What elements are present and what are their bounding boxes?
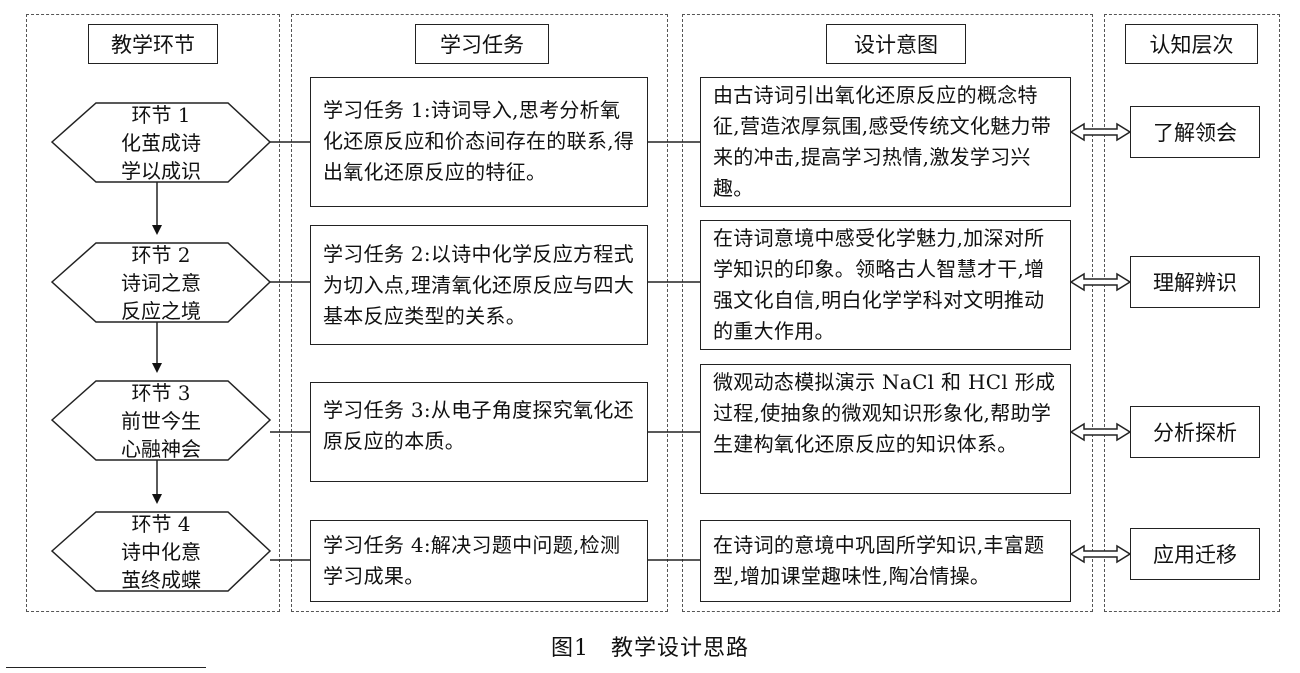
level-box-2: 理解辨识 bbox=[1130, 256, 1260, 308]
task-box-3: 学习任务 3:从电子角度探究氧化还原反应的本质。 bbox=[310, 382, 648, 482]
intent-box-3: 微观动态模拟演示 NaCl 和 HCl 形成过程,使抽象的微观知识形象化,帮助学… bbox=[700, 364, 1071, 494]
stage-4-number: 环节 4 bbox=[131, 512, 191, 536]
task-box-1: 学习任务 1:诗词导入,思考分析氧化还原反应和价态间存在的联系,得出氧化还原反应… bbox=[310, 77, 648, 207]
header-design-intent: 设计意图 bbox=[826, 24, 966, 64]
level-box-1: 了解领会 bbox=[1130, 106, 1260, 158]
double-arrow-2 bbox=[1069, 272, 1132, 292]
double-arrow-4 bbox=[1069, 544, 1132, 564]
column-learning-tasks bbox=[291, 14, 668, 612]
header-teaching-stages: 教学环节 bbox=[88, 24, 218, 64]
stage-1-label: 环节 1 化茧成诗 学以成识 bbox=[61, 101, 261, 185]
header-cognitive-level: 认知层次 bbox=[1125, 24, 1258, 64]
stage-4-label: 环节 4 诗中化意 茧终成蝶 bbox=[61, 510, 261, 594]
stage-4-hexagon bbox=[50, 511, 272, 592]
column-cognitive-level bbox=[1104, 14, 1280, 612]
stage-3-title-b: 心融神会 bbox=[121, 437, 201, 461]
task-box-2: 学习任务 2:以诗中化学反应方程式为切入点,理清氧化还原反应与四大基本反应类型的… bbox=[310, 225, 648, 345]
figure-caption: 图1 教学设计思路 bbox=[0, 630, 1300, 662]
header-learning-tasks: 学习任务 bbox=[415, 24, 549, 64]
intent-box-2: 在诗词意境中感受化学魅力,加深对所学知识的印象。领略古人智慧才干,增强文化自信,… bbox=[700, 220, 1071, 350]
intent-box-4: 在诗词的意境中巩固所学知识,丰富题型,增加课堂趣味性,陶冶情操。 bbox=[700, 520, 1071, 602]
figure-title: 教学设计思路 bbox=[610, 636, 749, 661]
double-arrow-1 bbox=[1069, 122, 1132, 142]
stage-3-label: 环节 3 前世今生 心融神会 bbox=[61, 379, 261, 463]
stage-2-title-a: 诗词之意 bbox=[121, 271, 201, 295]
footnote-divider bbox=[6, 667, 206, 668]
stage-1-number: 环节 1 bbox=[131, 103, 191, 127]
stage-2-title-b: 反应之境 bbox=[121, 299, 201, 323]
stage-3-number: 环节 3 bbox=[131, 381, 191, 405]
stage-3-hexagon bbox=[50, 380, 272, 461]
column-design-intent bbox=[682, 14, 1093, 612]
column-teaching-stages bbox=[26, 14, 280, 612]
double-arrow-3 bbox=[1069, 422, 1132, 442]
intent-box-1: 由古诗词引出氧化还原反应的概念特征,营造浓厚氛围,感受传统文化魅力带来的冲击,提… bbox=[700, 77, 1071, 207]
stage-4-title-a: 诗中化意 bbox=[121, 540, 201, 564]
figure-number: 图1 bbox=[550, 636, 589, 661]
level-box-3: 分析探析 bbox=[1130, 406, 1260, 458]
stage-1-title-b: 学以成识 bbox=[121, 159, 201, 183]
level-box-4: 应用迁移 bbox=[1130, 528, 1260, 580]
stage-3-title-a: 前世今生 bbox=[121, 409, 201, 433]
stage-2-label: 环节 2 诗词之意 反应之境 bbox=[61, 241, 261, 325]
stage-2-number: 环节 2 bbox=[131, 243, 191, 267]
task-box-4: 学习任务 4:解决习题中问题,检测学习成果。 bbox=[310, 520, 648, 602]
stage-1-title-a: 化茧成诗 bbox=[121, 131, 201, 155]
stage-4-title-b: 茧终成蝶 bbox=[121, 568, 201, 592]
